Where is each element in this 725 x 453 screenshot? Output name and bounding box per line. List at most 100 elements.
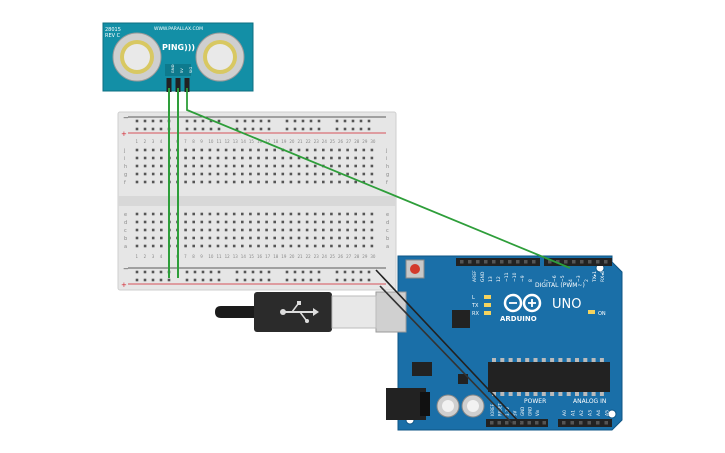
breadboard-hole[interactable] (305, 228, 309, 232)
header-pin[interactable] (535, 421, 539, 425)
header-pin[interactable] (512, 421, 517, 425)
breadboard-hole[interactable] (285, 119, 289, 123)
breadboard-hole[interactable] (184, 244, 187, 248)
breadboard-hole[interactable] (151, 212, 155, 216)
breadboard-hole[interactable] (208, 172, 212, 176)
header-pin[interactable] (527, 421, 532, 425)
breadboard-hole[interactable] (208, 164, 212, 168)
breadboard-hole[interactable] (338, 244, 341, 248)
breadboard-hole[interactable] (209, 119, 213, 123)
breadboard-hole[interactable] (216, 156, 220, 160)
breadboard-hole[interactable] (305, 220, 309, 224)
breadboard-hole[interactable] (200, 156, 204, 160)
breadboard-hole[interactable] (309, 127, 313, 131)
breadboard-hole[interactable] (257, 244, 260, 248)
breadboard-hole[interactable] (293, 278, 297, 282)
breadboard-hole[interactable] (273, 236, 276, 240)
breadboard-hole[interactable] (370, 172, 374, 176)
breadboard-hole[interactable] (192, 236, 195, 240)
breadboard-hole[interactable] (192, 220, 195, 224)
breadboard-hole[interactable] (192, 180, 195, 184)
breadboard-hole[interactable] (289, 156, 293, 160)
breadboard-hole[interactable] (343, 127, 347, 131)
breadboard-hole[interactable] (313, 164, 317, 168)
breadboard-hole[interactable] (192, 148, 195, 152)
breadboard-hole[interactable] (224, 236, 228, 240)
breadboard-hole[interactable] (208, 212, 212, 216)
breadboard-hole[interactable] (338, 180, 341, 184)
breadboard-hole[interactable] (235, 270, 239, 274)
breadboard-hole[interactable] (200, 212, 204, 216)
breadboard-hole[interactable] (367, 278, 371, 282)
breadboard-hole[interactable] (281, 220, 285, 224)
breadboard-hole[interactable] (362, 244, 366, 248)
breadboard-hole[interactable] (151, 148, 155, 152)
breadboard-hole[interactable] (143, 212, 147, 216)
breadboard-hole[interactable] (322, 148, 325, 152)
breadboard-hole[interactable] (251, 278, 255, 282)
breadboard-hole[interactable] (143, 148, 147, 152)
header-pin[interactable] (604, 421, 609, 425)
breadboard-hole[interactable] (338, 212, 341, 216)
breadboard-hole[interactable] (354, 244, 357, 248)
breadboard-hole[interactable] (241, 228, 244, 232)
header-pin[interactable] (588, 260, 592, 264)
breadboard-hole[interactable] (151, 228, 155, 232)
breadboard-hole[interactable] (267, 127, 271, 131)
breadboard-hole[interactable] (354, 148, 357, 152)
breadboard-hole[interactable] (151, 236, 155, 240)
breadboard-hole[interactable] (322, 180, 325, 184)
breadboard-hole[interactable] (289, 212, 293, 216)
breadboard-hole[interactable] (209, 270, 213, 274)
breadboard-hole[interactable] (359, 119, 363, 123)
breadboard-hole[interactable] (367, 127, 371, 131)
breadboard-hole[interactable] (273, 172, 276, 176)
breadboard-hole[interactable] (354, 220, 357, 224)
breadboard-hole[interactable] (192, 244, 195, 248)
breadboard-hole[interactable] (335, 127, 339, 131)
breadboard-hole[interactable] (346, 220, 349, 224)
breadboard-hole[interactable] (362, 212, 366, 216)
breadboard-hole[interactable] (241, 220, 244, 224)
breadboard-hole[interactable] (241, 180, 244, 184)
breadboard-hole[interactable] (235, 278, 239, 282)
breadboard-hole[interactable] (208, 148, 212, 152)
breadboard-hole[interactable] (346, 236, 349, 240)
breadboard-hole[interactable] (289, 164, 293, 168)
breadboard-hole[interactable] (305, 156, 309, 160)
breadboard-hole[interactable] (257, 228, 260, 232)
breadboard-hole[interactable] (370, 228, 374, 232)
breadboard-hole[interactable] (192, 172, 195, 176)
breadboard-hole[interactable] (232, 212, 236, 216)
header-pin[interactable] (505, 421, 509, 425)
breadboard-hole[interactable] (285, 270, 289, 274)
breadboard-hole[interactable] (346, 244, 349, 248)
breadboard-hole[interactable] (224, 172, 228, 176)
breadboard-hole[interactable] (273, 212, 276, 216)
breadboard-hole[interactable] (251, 119, 255, 123)
breadboard-hole[interactable] (330, 220, 333, 224)
breadboard-hole[interactable] (184, 172, 187, 176)
breadboard-hole[interactable] (201, 278, 205, 282)
breadboard-hole[interactable] (151, 127, 155, 131)
header-pin[interactable] (497, 421, 502, 425)
breadboard-hole[interactable] (285, 127, 289, 131)
header-pin[interactable] (572, 260, 576, 264)
breadboard-hole[interactable] (257, 148, 260, 152)
breadboard-hole[interactable] (281, 172, 285, 176)
breadboard-hole[interactable] (354, 156, 357, 160)
breadboard-hole[interactable] (267, 270, 271, 274)
breadboard-hole[interactable] (313, 236, 317, 240)
breadboard-hole[interactable] (241, 164, 244, 168)
breadboard-hole[interactable] (273, 244, 276, 248)
breadboard-hole[interactable] (217, 127, 221, 131)
breadboard-hole[interactable] (305, 148, 309, 152)
breadboard-hole[interactable] (217, 119, 221, 123)
breadboard-hole[interactable] (216, 164, 220, 168)
breadboard-hole[interactable] (208, 228, 212, 232)
breadboard-hole[interactable] (159, 127, 163, 131)
breadboard-hole[interactable] (200, 172, 204, 176)
breadboard-hole[interactable] (200, 228, 204, 232)
breadboard-hole[interactable] (265, 156, 268, 160)
breadboard-hole[interactable] (362, 228, 366, 232)
